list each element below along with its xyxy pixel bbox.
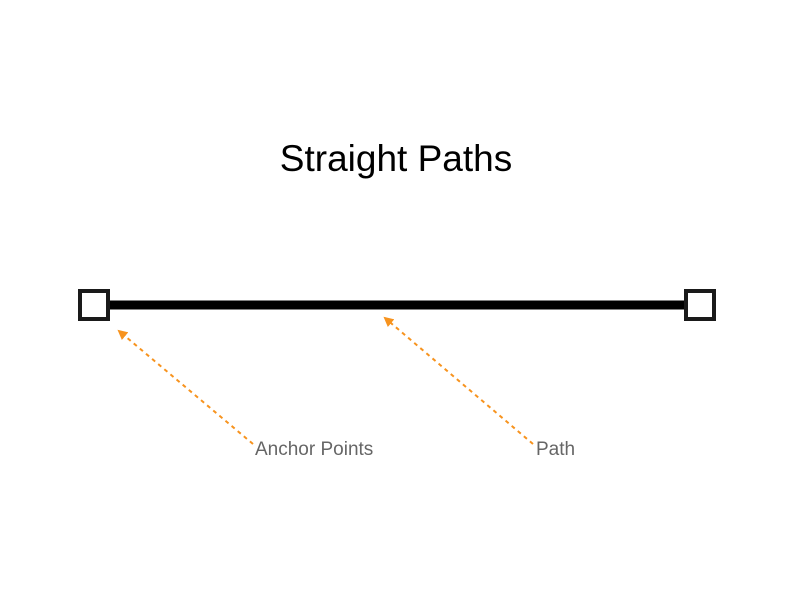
anchor-points-arrow: [117, 329, 254, 445]
diagram-title: Straight Paths: [279, 138, 513, 179]
right-anchor-point[interactable]: [684, 289, 716, 321]
path-label: Path: [536, 439, 576, 460]
left-anchor-point[interactable]: [78, 289, 110, 321]
anchor-points-label: Anchor Points: [255, 439, 374, 460]
path-arrow: [383, 316, 534, 445]
